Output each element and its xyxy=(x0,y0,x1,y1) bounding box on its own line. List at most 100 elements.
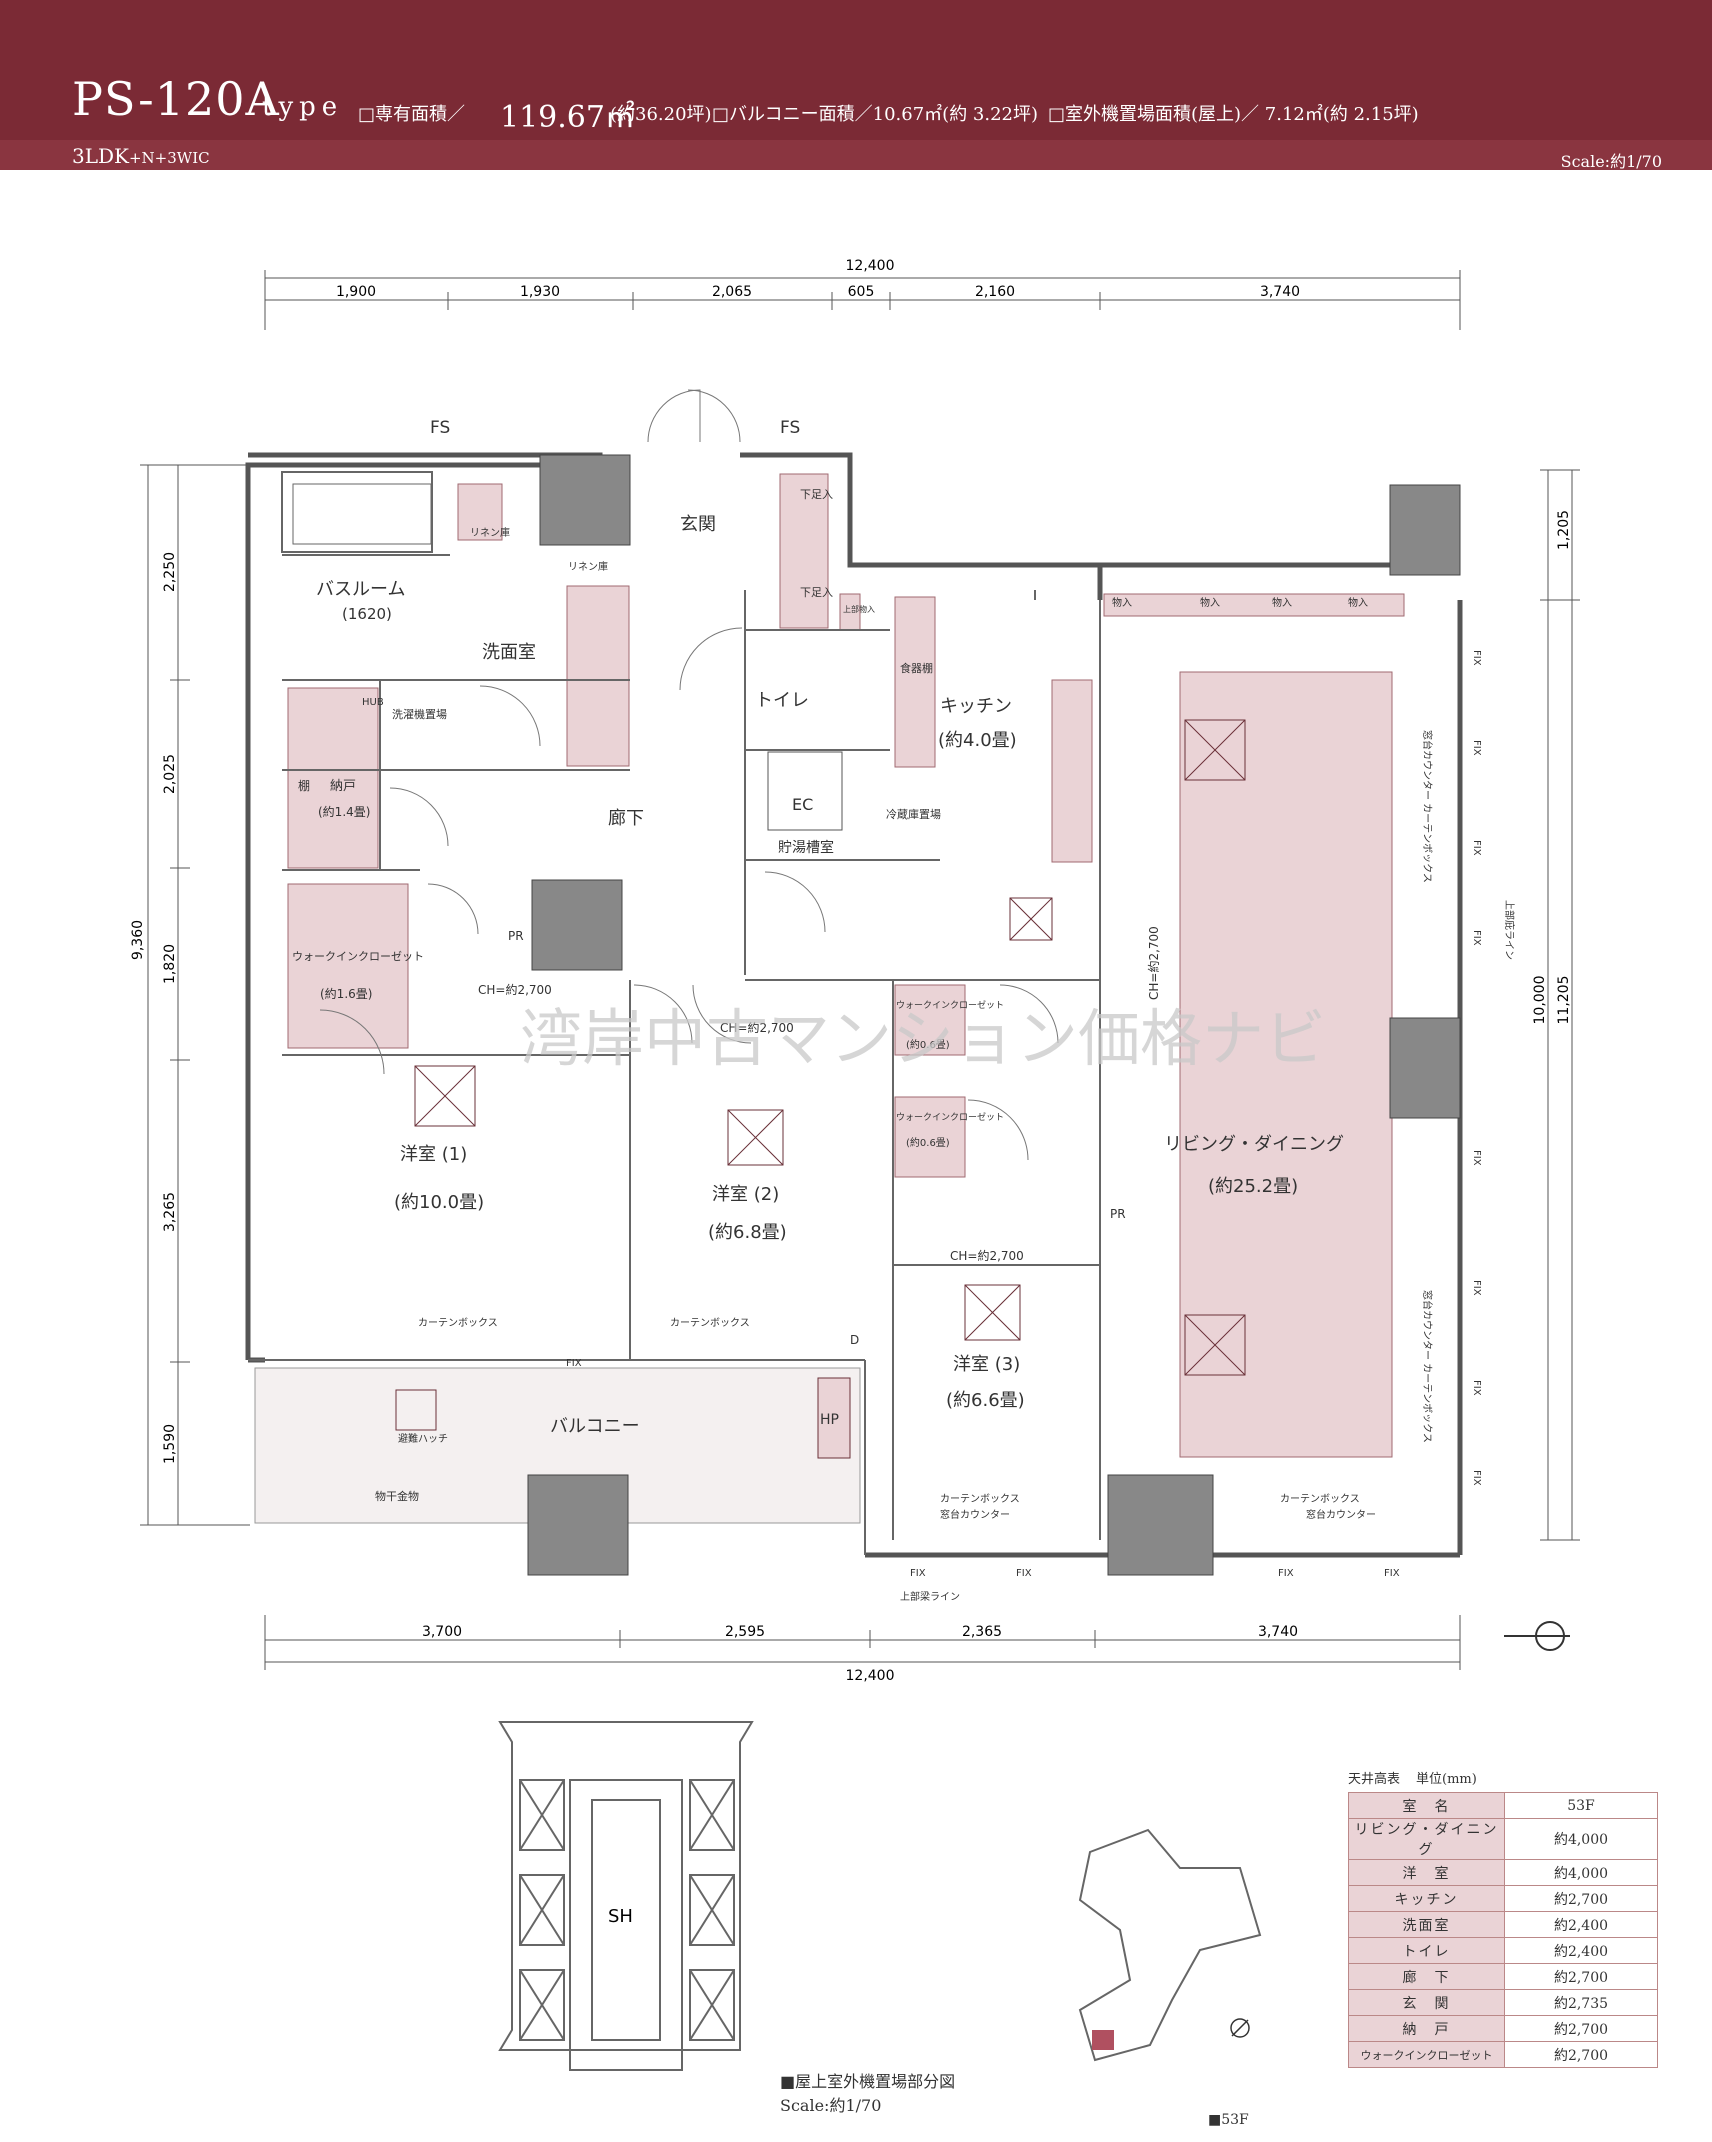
pr-label-1: PR xyxy=(508,929,524,943)
closet-label-1: 物入 xyxy=(1112,596,1132,609)
bed2-size: (約6.8畳) xyxy=(708,1222,787,1243)
d-label: D xyxy=(850,1333,859,1347)
table-cell-name: リビング・ダイニング xyxy=(1348,1818,1505,1860)
table-cell-value: 約2,700 xyxy=(1504,1885,1658,1912)
ceiling-table-title: 天井高表 単位(mm) xyxy=(1348,1764,1477,1788)
fridge-label: 冷蔵庫置場 xyxy=(886,807,941,821)
bathtub xyxy=(292,483,432,545)
linen1-fill xyxy=(457,483,503,541)
table-header-value: 53F xyxy=(1504,1792,1658,1819)
table-cell-value: 約2,700 xyxy=(1504,1963,1658,1990)
water-tank-label: 貯湯槽室 xyxy=(778,839,834,856)
fix-label-2: FIX xyxy=(910,1568,926,1579)
counter-box-1: 窓台カウンター カーテンボックス xyxy=(1421,730,1434,883)
wic1-size: (約1.6畳) xyxy=(320,986,372,1001)
table-row: 洗面室約2,400 xyxy=(1348,1911,1658,1938)
left-dim-4: 3,265 xyxy=(162,1192,178,1232)
left-total-dim: 9,360 xyxy=(130,920,146,960)
area-label: □専有面積／ xyxy=(358,104,466,125)
outdoor-plan-scale: Scale:約1/70 xyxy=(780,2096,882,2115)
door-swings xyxy=(319,389,1059,1161)
top-dim-2: 1,930 xyxy=(520,284,560,300)
table-cell-name: キッチン xyxy=(1348,1885,1505,1912)
table-cell-name: 洋 室 xyxy=(1348,1859,1505,1886)
fix-label-6: FIX xyxy=(1471,650,1482,666)
table-cell-name: 洗面室 xyxy=(1348,1911,1505,1938)
curtain-box-3: カーテンボックス xyxy=(940,1493,1020,1505)
living-fill xyxy=(1179,671,1393,1458)
living-label: リビング・ダイニング xyxy=(1164,1134,1344,1155)
table-cell-value: 約2,700 xyxy=(1504,2015,1658,2042)
ch-label-3: CH=約2,700 xyxy=(950,1248,1024,1263)
room-fills xyxy=(287,473,1405,1458)
counter-2: 窓台カウンター xyxy=(1306,1508,1376,1521)
curtain-box-2: カーテンボックス xyxy=(670,1317,750,1329)
shoe-fill xyxy=(779,473,829,629)
linen2-label: リネン庫 xyxy=(568,560,608,573)
layout-type: 3LDK+N+3WIC xyxy=(72,144,210,168)
header-subband xyxy=(0,140,1712,170)
scale-label: Scale:約1/70 xyxy=(1560,152,1662,171)
table-row: リビング・ダイニング約4,000 xyxy=(1348,1818,1658,1860)
curtain-box-1: カーテンボックス xyxy=(418,1317,498,1329)
header-bar xyxy=(0,0,1712,170)
wic3-fill xyxy=(894,1096,966,1178)
counter-1: 窓台カウンター xyxy=(940,1508,1010,1521)
fix-label-8: FIX xyxy=(1471,840,1482,856)
right-top-dim: 1,205 xyxy=(1556,510,1572,550)
fix-label-13: FIX xyxy=(1471,1470,1482,1486)
table-row: ウォークインクローゼット約2,700 xyxy=(1348,2041,1658,2068)
balcony-label: バルコニー xyxy=(550,1416,640,1437)
top-total-dim: 12,400 xyxy=(846,258,895,274)
fix-label-9: FIX xyxy=(1471,930,1482,946)
closet-label-4: 物入 xyxy=(1348,596,1368,609)
hp-label: HP xyxy=(820,1412,839,1428)
drying-label: 物干金物 xyxy=(375,1489,419,1503)
fix-label-10: FIX xyxy=(1471,1150,1482,1166)
type-name: PS-120A xyxy=(72,72,280,126)
fix-label-12: FIX xyxy=(1471,1380,1482,1396)
bathroom-size: (1620) xyxy=(342,605,392,623)
table-header-row: 室 名 53F xyxy=(1348,1792,1658,1819)
top-dim-5: 2,160 xyxy=(975,284,1015,300)
right-dimension-lines xyxy=(1540,469,1580,1541)
compass-icon xyxy=(1504,1621,1570,1651)
fix-label-1: FIX xyxy=(566,1358,582,1369)
left-dim-1: 2,250 xyxy=(162,552,178,592)
ceiling-table-unit: 単位(mm) xyxy=(1416,1772,1477,1787)
ch-label-4: CH=約2,700 xyxy=(1146,926,1161,1000)
ceiling-units xyxy=(395,719,1246,1459)
right-inner-dim: 10,000 xyxy=(1532,976,1548,1025)
table-cell-value: 約2,735 xyxy=(1504,1989,1658,2016)
wic2-size: (約0.6畳) xyxy=(906,1038,950,1051)
table-cell-name: ウォークインクローゼット xyxy=(1348,2041,1505,2068)
kitchen-size: (約4.0畳) xyxy=(938,730,1017,751)
wic3-label: ウォークインクローゼット xyxy=(896,1111,1004,1123)
left-dim-3: 1,820 xyxy=(162,944,178,984)
key-plan-unit-marker xyxy=(1092,2030,1114,2050)
key-plan xyxy=(1078,1828,1262,2062)
area-value: 119.67㎡ xyxy=(500,100,635,135)
fix-label-5: FIX xyxy=(1384,1568,1400,1579)
pr-label-2: PR xyxy=(1110,1207,1126,1221)
outdoor-unit-plan xyxy=(498,1721,754,2071)
fix-label-7: FIX xyxy=(1471,740,1482,756)
left-dimension-lines xyxy=(140,464,250,1526)
keyplan-floor: ■53F xyxy=(1208,2112,1249,2128)
left-dim-5: 1,590 xyxy=(162,1424,178,1464)
storage-label: 納戸 xyxy=(330,779,356,794)
top-dimension-lines xyxy=(264,270,1461,330)
counter-box-2: 窓台カウンター カーテンボックス xyxy=(1421,1290,1434,1443)
upper-storage-label: 上部物入 xyxy=(843,604,875,614)
table-cell-name: 納 戸 xyxy=(1348,2015,1505,2042)
table-cell-value: 約2,400 xyxy=(1504,1911,1658,1938)
closet-strip-fill xyxy=(1103,593,1405,617)
table-row: キッチン約2,700 xyxy=(1348,1885,1658,1912)
beam-line-label: 上部梁ライン xyxy=(900,1590,960,1603)
ch-label-2: CH=約2,700 xyxy=(720,1020,794,1035)
kitchen-label: キッチン xyxy=(940,696,1012,717)
balcony-area: □バルコニー面積／10.67㎡(約 3.22坪) xyxy=(712,104,1039,125)
closet-label-3: 物入 xyxy=(1272,596,1292,609)
ec-label: EC xyxy=(792,795,813,814)
bed1-label: 洋室 (1) xyxy=(400,1144,467,1165)
